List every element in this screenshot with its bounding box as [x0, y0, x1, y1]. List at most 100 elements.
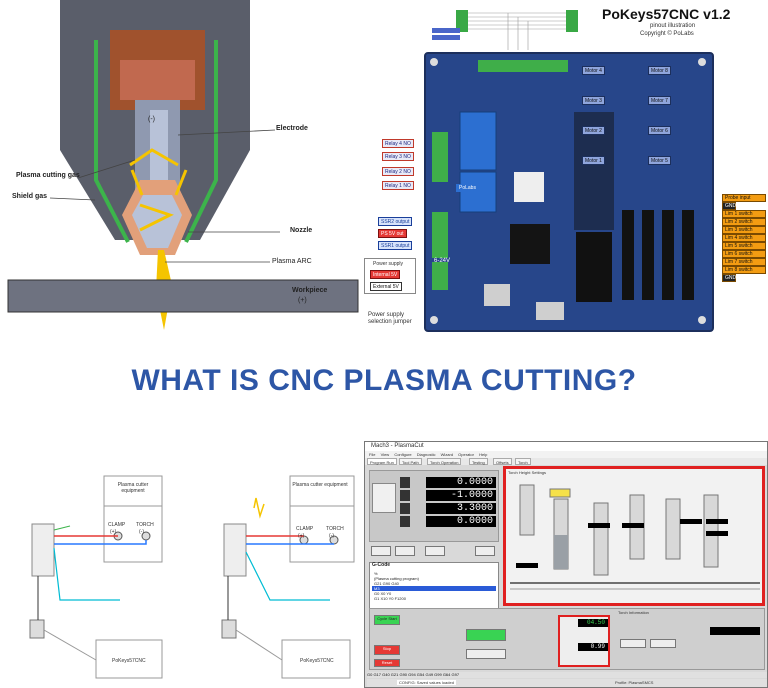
pin-lim-1: Lim 1 switch: [722, 210, 766, 218]
relay-3-label: Relay 3 NO: [382, 152, 414, 161]
motor-3-label: Motor 3: [582, 96, 605, 105]
status-history: CONFIG: Saved values loaded Profile: Pla…: [367, 679, 767, 687]
pin-lim-5: Lim 5 switch: [722, 242, 766, 250]
page-heading: WHAT IS CNC PLASMA CUTTING?: [131, 364, 637, 397]
dro-button-1[interactable]: [371, 546, 391, 556]
gcode-title: G-Code: [372, 562, 391, 568]
torch-arc-label: Plasma ARC: [272, 258, 312, 265]
power-supply-box: Power supply Internal 5V External 5V: [364, 258, 416, 294]
motor-8-label: Motor 8: [648, 66, 671, 75]
left-clamp-label: CLAMP: [108, 522, 126, 528]
motor-driver-grid: Motor 4 Motor 8 Motor 3 Motor 7 Motor 2 …: [574, 62, 704, 172]
left-controller-label: PoKeys57CNC: [112, 658, 146, 664]
torch-shield-gas-label: Shield gas: [12, 193, 48, 200]
motor-4-label: Motor 4: [582, 66, 605, 75]
reset-button[interactable]: Reset: [374, 659, 400, 667]
mach3-window-title: Mach3 - PlasmaCut: [371, 443, 424, 449]
right-equipment-title: Plasma cutter equipment: [292, 482, 348, 488]
torch-workpiece-label: Workpiece: [292, 287, 328, 294]
motor-1-label: Motor 1: [582, 156, 605, 165]
dro-buttons-row: [369, 546, 499, 558]
gcode-line: (Plasma cutting program): [374, 576, 419, 581]
dro-x: 0.0000: [426, 477, 496, 488]
tab-torch[interactable]: Torch: [515, 458, 531, 465]
menu-file[interactable]: File: [369, 452, 376, 457]
wiring-diagram-right: [221, 475, 355, 679]
pin-lim-2: Lim 2 switch: [722, 218, 766, 226]
status-history-text: CONFIG: Saved values loaded: [397, 680, 456, 685]
mach3-tab-bar: Program Run Tool Path Torch Operation Te…: [365, 458, 767, 465]
tab-torch-operation[interactable]: Torch Operation: [427, 458, 462, 465]
tab-offsets[interactable]: Offsets: [493, 458, 512, 465]
motor-7-label: Motor 7: [648, 96, 671, 105]
mach3-menu-bar: File View Configure Diagnostic Wizard Op…: [365, 451, 767, 458]
relay-2-label: Relay 2 NO: [382, 167, 414, 176]
motor-6-label: Motor 6: [648, 126, 671, 135]
run-button[interactable]: [466, 629, 506, 641]
dro-button-4[interactable]: [475, 546, 495, 556]
torch-workpiece-symbol: (+): [298, 297, 307, 304]
gcode-line: G21 G90 G40: [374, 581, 399, 586]
thc-readout: 04.50: [578, 619, 608, 627]
torch-plasma-gas-label: Plasma cutting gas: [16, 172, 80, 179]
menu-operator[interactable]: Operator: [458, 452, 474, 457]
right-clamp-label: CLAMP: [296, 526, 314, 532]
torch-info-title: Torch Information: [618, 610, 649, 615]
right-torch-sign: (-): [329, 533, 334, 539]
right-torch-label: TORCH: [326, 526, 344, 532]
pin-gnd-bottom: GND: [722, 274, 736, 282]
motor-2-label: Motor 2: [582, 126, 605, 135]
motor-5-label: Motor 5: [648, 156, 671, 165]
menu-configure[interactable]: Configure: [394, 452, 412, 457]
right-pin-labels: Probe input GND Lim 1 switch Lim 2 switc…: [718, 194, 768, 294]
menu-view[interactable]: View: [380, 452, 390, 457]
touch-button[interactable]: [620, 639, 646, 648]
left-clamp-sign: (+): [110, 529, 117, 535]
status-line: G0 G17 G40 G21 G90 G94 G54 G49 G99 G64 G…: [367, 672, 767, 678]
recovery-button[interactable]: [466, 649, 506, 659]
pin-lim-7: Lim 7 switch: [722, 258, 766, 266]
left-torch-sign: (-): [139, 529, 144, 535]
gcode-line: G0 X0 Y0: [374, 591, 392, 596]
menu-wizard[interactable]: Wizard: [440, 452, 454, 457]
gcode-list[interactable]: % (Plasma cutting program) G21 G90 G40 M…: [372, 571, 496, 623]
pin-gnd-top: GND: [722, 202, 736, 210]
pokeys-board-components: [430, 58, 706, 324]
cycle-start-button[interactable]: Cycle Start: [374, 615, 400, 625]
dro-a: 0.0000: [426, 516, 496, 527]
relay-1-label: Relay 1 NO: [382, 181, 414, 190]
torch-nozzle-label: Nozzle: [290, 227, 313, 234]
bottom-controls: Cycle Start Stop Reset 04.50 0.99 Torch …: [369, 608, 765, 670]
tab-program-run[interactable]: Program Run: [367, 458, 397, 465]
park-button[interactable]: [650, 639, 676, 648]
spindle-readout: [710, 627, 760, 635]
gcode-line: %: [374, 571, 378, 576]
gcode-line: G1 X10 Y0 F1200: [374, 596, 406, 601]
pin-lim-6: Lim 6 switch: [722, 250, 766, 258]
right-clamp-sign: (+): [298, 533, 305, 539]
torch-height-illustration: [510, 484, 760, 590]
torch-electrode-label: Electrode: [276, 125, 308, 132]
tab-tool-path[interactable]: Tool Path: [399, 458, 422, 465]
dro-z: 3.3000: [426, 503, 496, 514]
board-logo: PoLabs: [456, 184, 479, 192]
board-copyright: Copyright © PoLabs: [640, 31, 694, 37]
pin-lim-8: Lim 8 switch: [722, 266, 766, 274]
stop-button[interactable]: Stop: [374, 645, 400, 655]
ssr2-output-label: SSR2 output: [378, 217, 413, 226]
torch-height-tab[interactable]: Torch Height Settings: [508, 470, 547, 475]
pin-probe-input: Probe input: [722, 194, 766, 202]
menu-help[interactable]: Help: [479, 452, 488, 457]
dro-button-3[interactable]: [425, 546, 445, 556]
dro-panel: 0.0000 -1.0000 3.3000 0.0000: [369, 470, 499, 542]
pin-lim-4: Lim 4 switch: [722, 234, 766, 242]
tab-testing[interactable]: Testing: [469, 458, 488, 465]
mach3-window: Mach3 - PlasmaCut File View Configure Di…: [364, 441, 768, 688]
profile-text: Profile: PlasmaSMCS: [615, 680, 654, 685]
right-controller-label: PoKeys57CNC: [300, 658, 334, 664]
ps-5v-out-label: PS 5V out: [378, 229, 407, 238]
relay-4-label: Relay 4 NO: [382, 139, 414, 148]
wiring-diagram-left: [29, 475, 163, 679]
menu-diagnostic[interactable]: Diagnostic: [416, 452, 436, 457]
dro-button-2[interactable]: [395, 546, 415, 556]
